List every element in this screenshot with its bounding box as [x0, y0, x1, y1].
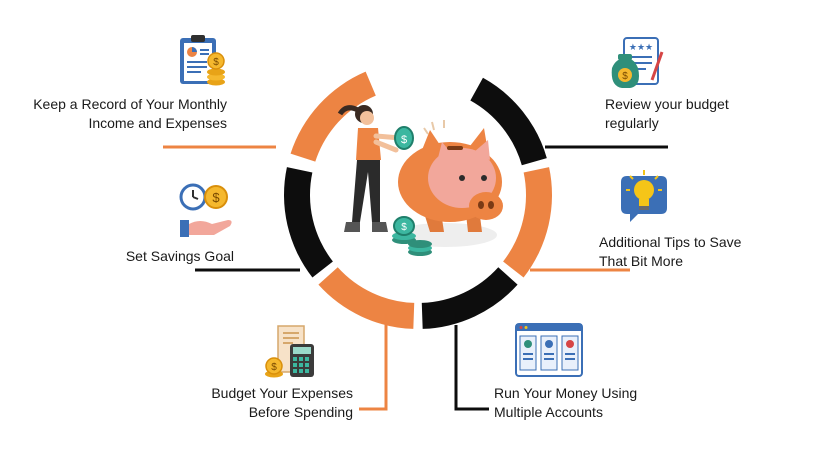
- ring-segment-top-right-black: [470, 77, 547, 166]
- tip-label-multiple-accounts: Run Your Money Using Multiple Accounts: [494, 384, 637, 422]
- tip-label-line1: Keep a Record of Your Monthly: [33, 96, 227, 112]
- multiple-account-cards-icon: [515, 323, 583, 377]
- ring-segment-top-left-orange: [290, 71, 376, 162]
- tip-label-budget-expenses: Budget Your Expenses Before Spending: [211, 384, 353, 422]
- tip-label-keep-record: Keep a Record of Your Monthly Income and…: [33, 95, 227, 133]
- tip-label-line1: Set Savings Goal: [125, 248, 234, 264]
- svg-text:$: $: [212, 190, 220, 205]
- svg-text:$: $: [401, 222, 407, 233]
- ring-segment-left-black: [284, 167, 333, 278]
- tip-label-review-budget: Review your budget regularly: [605, 95, 729, 133]
- svg-text:$: $: [271, 362, 277, 373]
- tip-label-line1: Run Your Money Using: [494, 385, 638, 401]
- money-bag-checklist-icon: ★★★ $: [611, 37, 664, 88]
- circular-ring: [284, 71, 552, 329]
- lightbulb-chat-icon: [621, 170, 667, 222]
- clipboard-chart-coins-icon: $: [180, 35, 225, 86]
- woman-piggy-bank-illustration: $ $: [337, 105, 503, 256]
- tip-label-savings-goal: Set Savings Goal: [126, 247, 234, 266]
- svg-text:★★★: ★★★: [629, 43, 653, 53]
- ring-segment-right-orange: [503, 167, 552, 278]
- connector-tip3: [359, 322, 388, 411]
- ring-segment-bottom-left-orange: [318, 267, 415, 329]
- tip-label-line2: Before Spending: [248, 404, 353, 420]
- svg-text:$: $: [213, 57, 219, 68]
- tip-label-line2: That Bit More: [599, 253, 684, 269]
- tip-label-line1: Additional Tips to Save: [599, 234, 742, 250]
- tip-label-line2: Income and Expenses: [88, 115, 227, 131]
- tip-label-line2: Multiple Accounts: [494, 404, 603, 420]
- tip-label-line1: Budget Your Expenses: [211, 385, 353, 401]
- tip-label-additional-tips: Additional Tips to Save That Bit More: [599, 233, 741, 271]
- woman-figure: $: [337, 105, 414, 232]
- svg-text:$: $: [401, 134, 407, 146]
- tip-label-line2: regularly: [605, 115, 659, 131]
- receipt-calculator-icon: $: [265, 325, 314, 378]
- connector-lines: [163, 145, 668, 411]
- clock-coin-hand-icon: $: [179, 183, 232, 237]
- ring-segment-bottom-right-black: [421, 267, 518, 329]
- coin-stack: $: [392, 216, 432, 256]
- connector-tip6: [454, 325, 489, 411]
- piggy-bank: [398, 120, 503, 232]
- svg-text:$: $: [622, 71, 628, 82]
- tip-label-line1: Review your budget: [605, 96, 729, 112]
